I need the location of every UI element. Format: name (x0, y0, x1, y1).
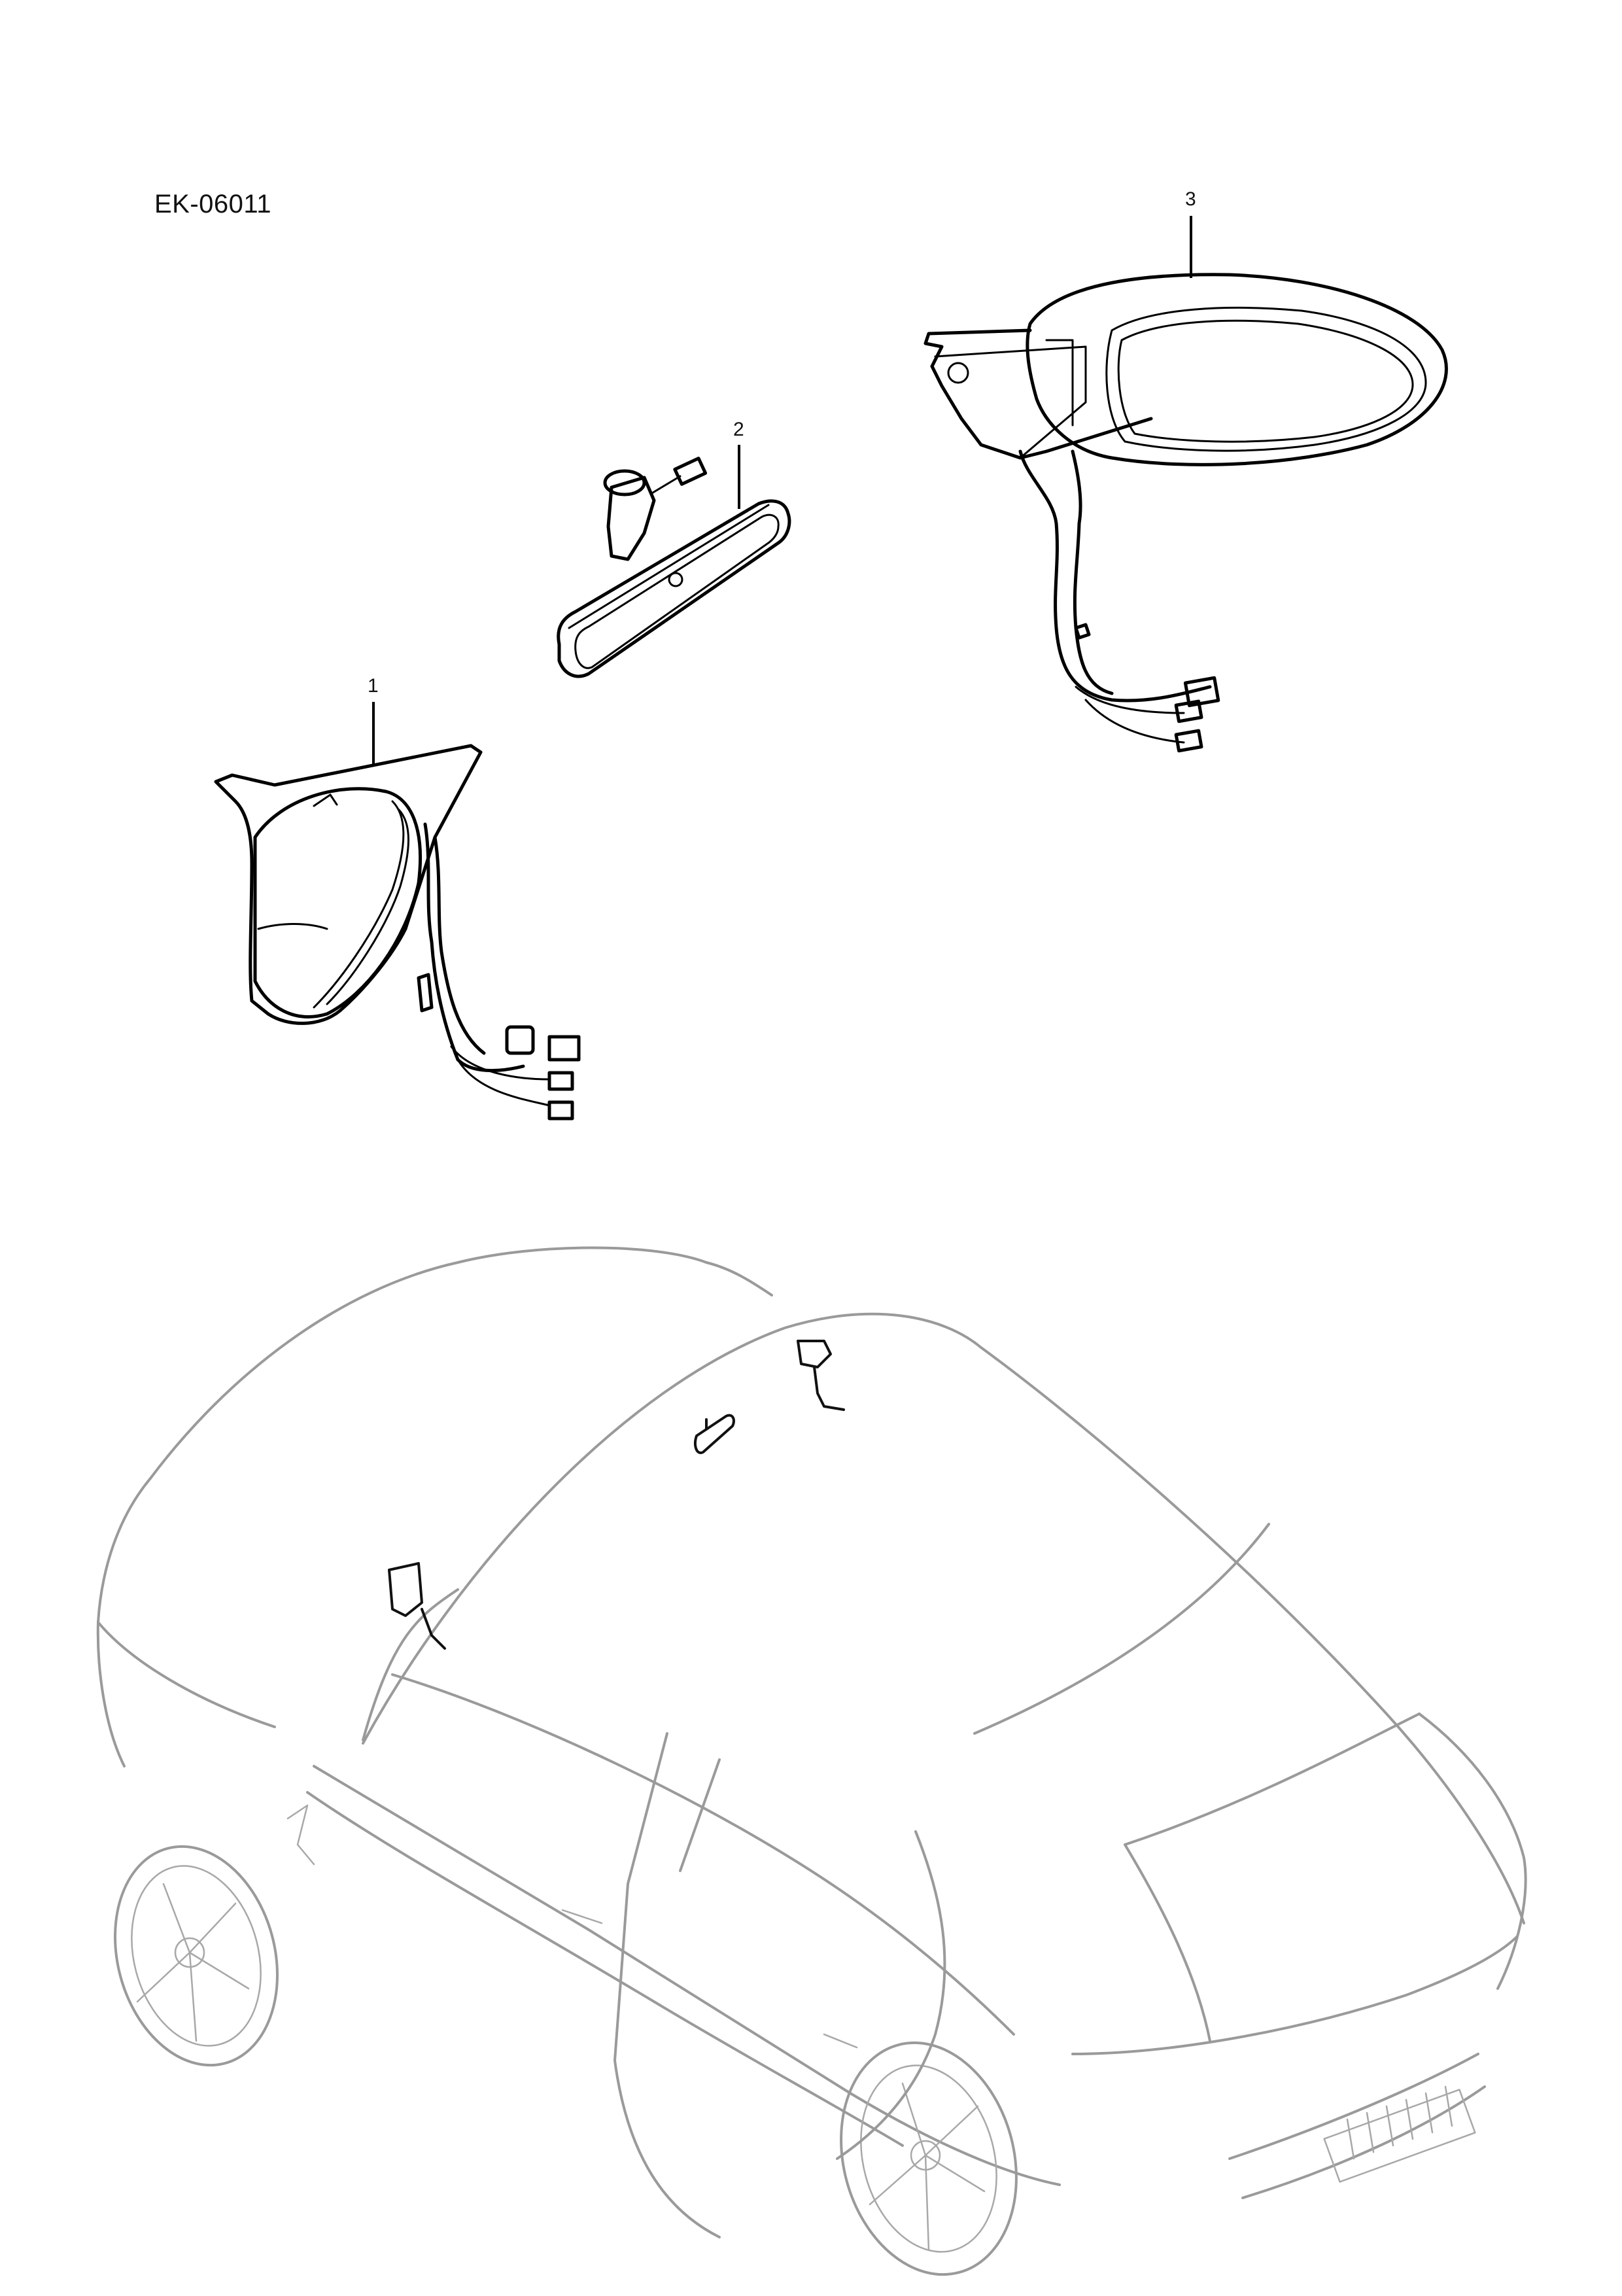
vehicle-left-mirror-highlight (388, 1562, 446, 1650)
left-exterior-mirror-drawing (214, 744, 581, 1121)
diagram-reference-code: EK-06011 (154, 190, 271, 218)
vehicle-right-mirror-highlight (797, 1340, 845, 1411)
vehicle-overview-drawing (96, 1246, 1527, 2276)
interior-rearview-mirror-drawing (557, 457, 791, 678)
right-exterior-mirror-drawing (923, 273, 1448, 753)
vehicle-interior-mirror-highlight (694, 1414, 735, 1454)
callout-number-3: 3 (1185, 188, 1196, 210)
callout-number-1: 1 (368, 675, 379, 697)
callout-number-2: 2 (733, 419, 744, 440)
